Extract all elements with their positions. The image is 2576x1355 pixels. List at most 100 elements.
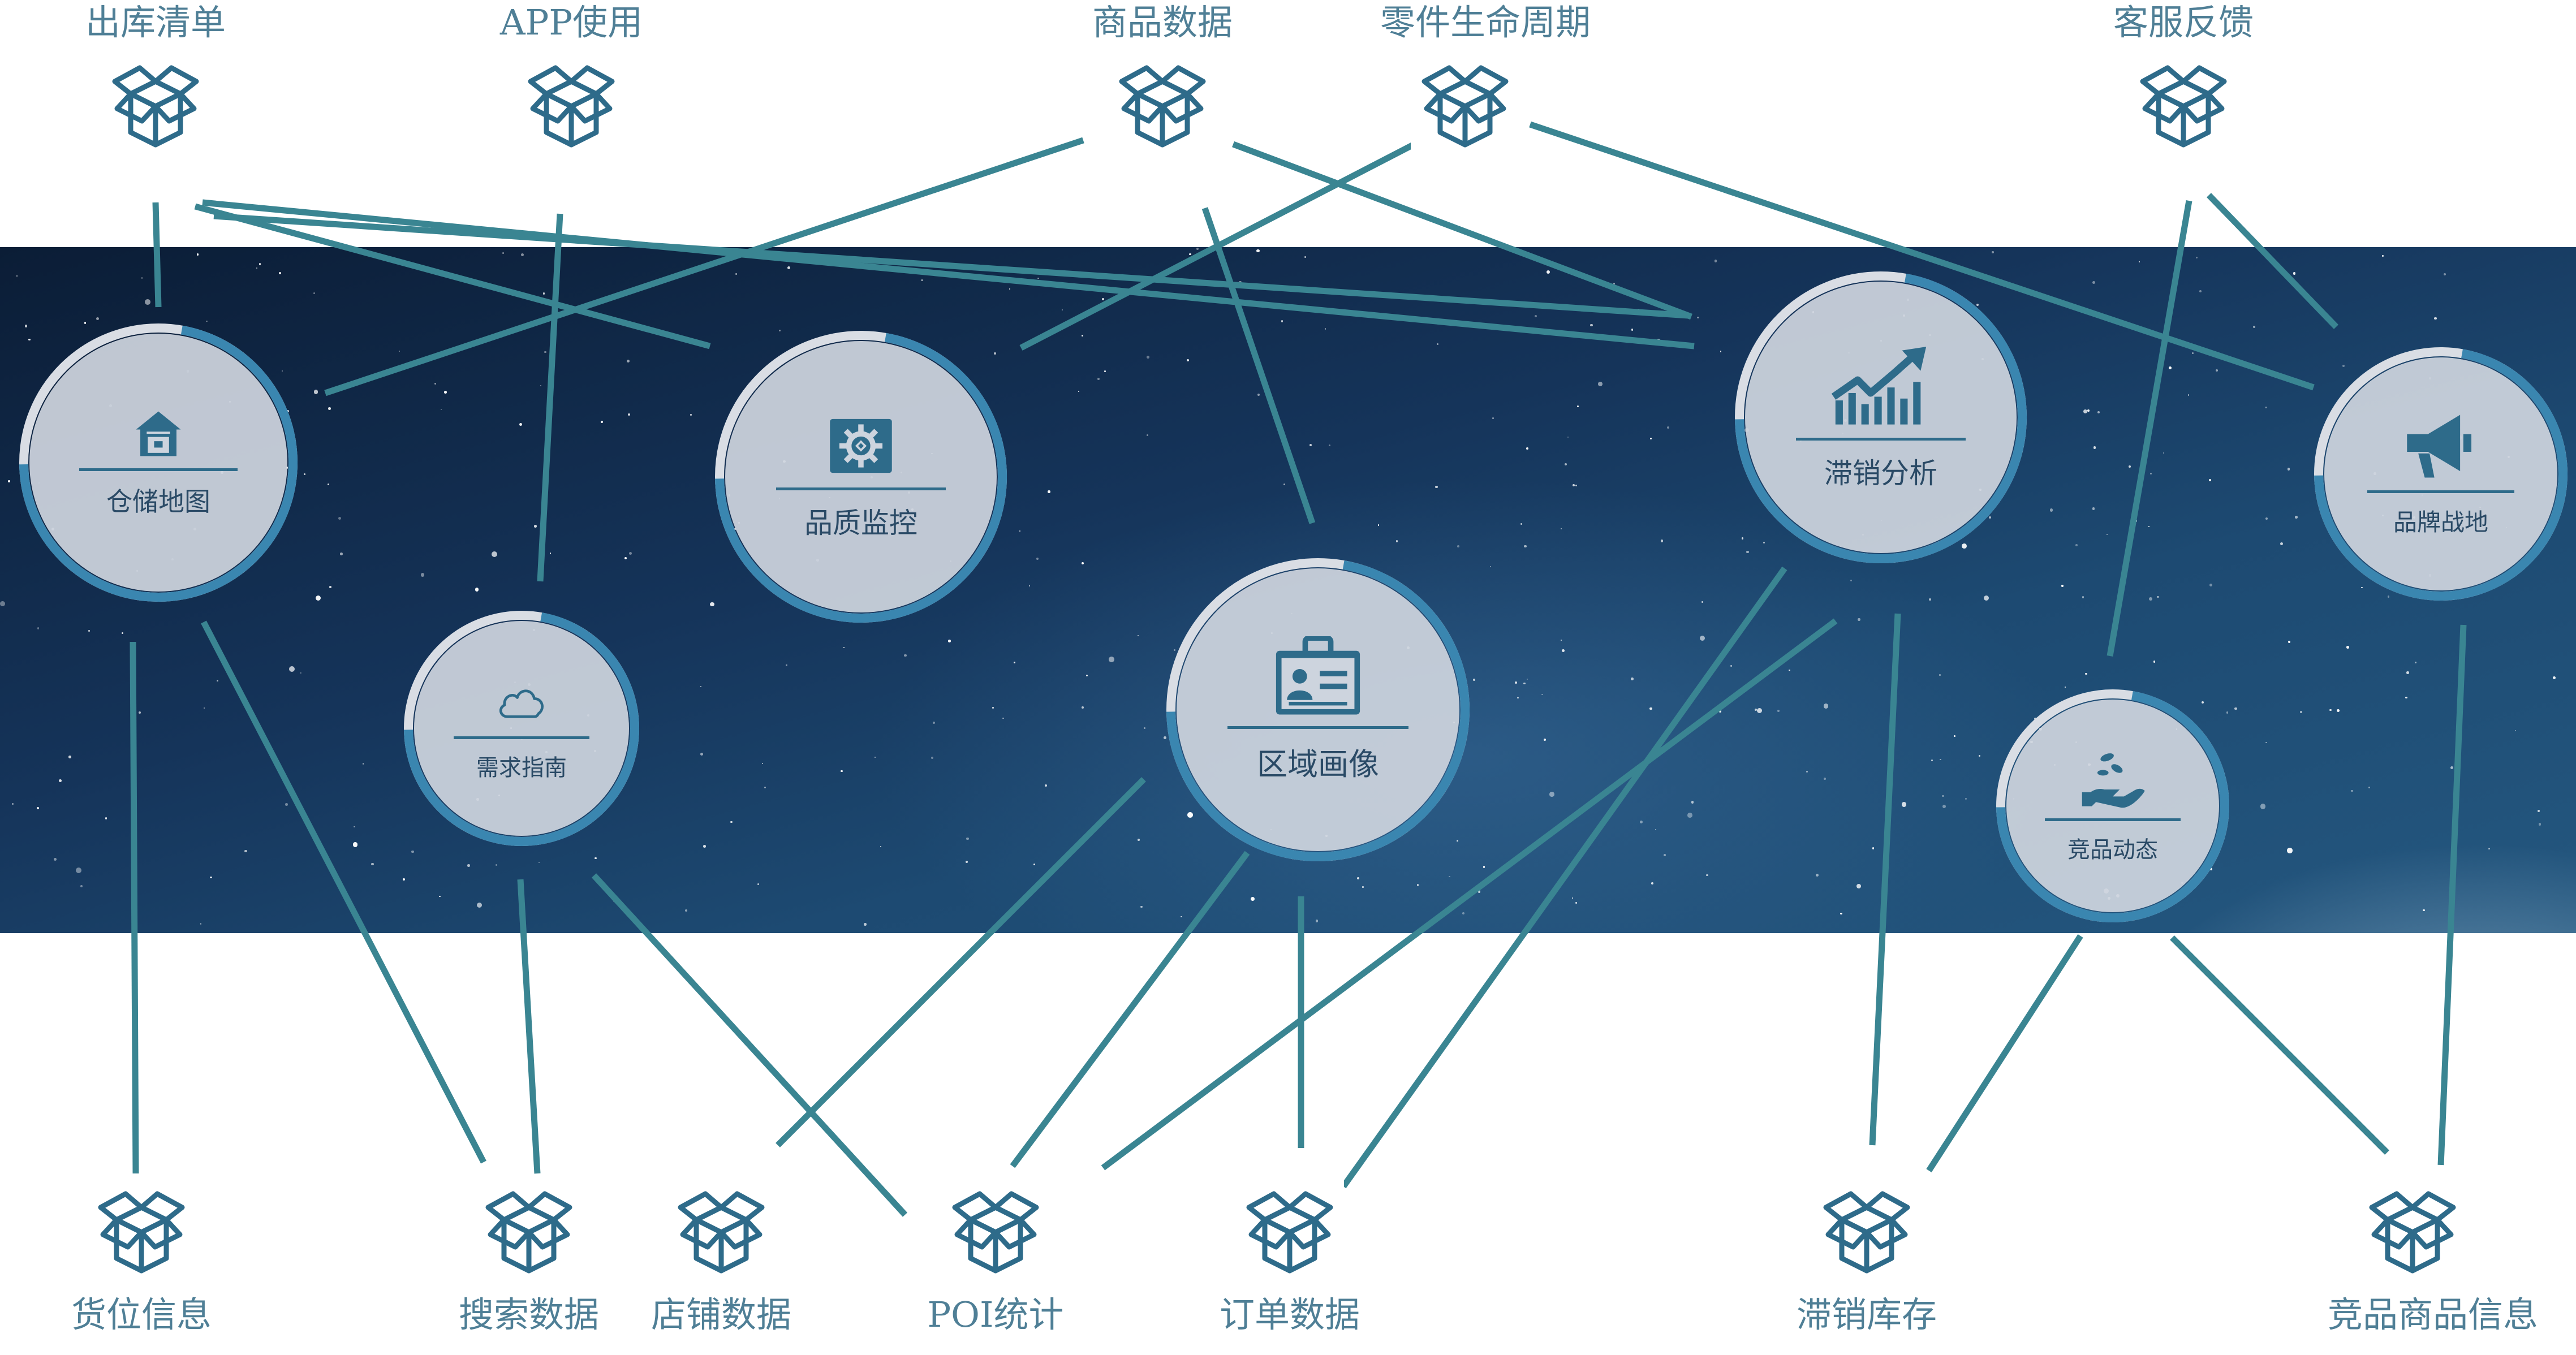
star — [2295, 516, 2298, 519]
star — [2149, 472, 2152, 474]
star — [2337, 709, 2340, 712]
open-box-icon — [941, 1176, 1050, 1284]
module-cangchu[interactable]: 仓储地图 — [17, 321, 300, 604]
connector-line — [537, 213, 563, 582]
star — [787, 266, 791, 269]
data-source-lingjian: 零件生命周期 — [1380, 0, 1591, 161]
star — [684, 909, 687, 912]
module-pinzhi[interactable]: 品质监控 — [713, 329, 1009, 625]
star — [966, 861, 968, 864]
module-ring — [2314, 347, 2568, 601]
star — [2329, 709, 2332, 711]
star — [1097, 377, 1100, 380]
star — [904, 654, 907, 657]
star — [1756, 707, 1763, 713]
star — [2234, 707, 2237, 710]
star — [1840, 912, 1842, 914]
star — [2199, 290, 2202, 293]
star — [730, 821, 733, 823]
star — [2488, 848, 2490, 850]
star — [2097, 411, 2100, 414]
warehouse-icon — [127, 407, 189, 460]
star — [12, 803, 14, 805]
star — [502, 252, 505, 254]
star — [1928, 598, 1931, 601]
open-box-icon — [87, 1176, 196, 1284]
open-box-icon — [1108, 50, 1217, 158]
star — [411, 851, 414, 853]
star — [2049, 508, 2053, 512]
star — [2210, 868, 2212, 871]
star — [304, 473, 305, 475]
star — [1104, 370, 1106, 372]
star — [2423, 909, 2425, 912]
data-source-shangpin: 商品数据 — [1078, 0, 1247, 161]
star — [2064, 686, 2066, 688]
data-source-jingpin-sp: 竞品商品信息 — [2328, 1173, 2539, 1337]
star — [710, 602, 714, 607]
star — [2157, 595, 2159, 598]
star — [994, 352, 996, 355]
star — [786, 664, 787, 666]
star — [1613, 283, 1616, 285]
star — [2450, 766, 2454, 769]
star — [1523, 682, 1526, 685]
module-face — [414, 621, 629, 836]
module-label: 仓储地图 — [106, 486, 210, 517]
data-source-label: 竞品商品信息 — [2328, 1294, 2539, 1335]
star — [1163, 736, 1166, 740]
star — [700, 685, 702, 688]
module-divider — [79, 468, 238, 471]
open-box-icon — [1812, 1176, 1921, 1284]
star — [1988, 516, 1991, 519]
data-source-sousuo: 搜索数据 — [444, 1173, 614, 1337]
module-quyu[interactable]: 区域画像 — [1164, 556, 1472, 864]
star — [1062, 309, 1063, 310]
star — [2515, 730, 2517, 732]
star — [948, 640, 951, 642]
star — [1146, 434, 1148, 436]
star — [1138, 839, 1140, 842]
star — [327, 484, 329, 485]
module-divider — [2045, 818, 2181, 821]
module-pinpai[interactable]: 品牌战地 — [2312, 345, 2570, 603]
star — [8, 480, 10, 482]
star — [2368, 787, 2371, 789]
star — [2265, 517, 2268, 520]
module-zhixiao[interactable]: 滞销分析 — [1733, 269, 2029, 566]
star — [875, 757, 876, 758]
star — [141, 277, 143, 279]
star — [2280, 542, 2283, 545]
star — [196, 253, 199, 256]
star — [1631, 678, 1634, 680]
data-source-poi: POI统计 — [911, 1173, 1080, 1337]
star — [1720, 350, 1722, 352]
star — [1571, 897, 1573, 899]
open-box-icon — [1235, 1176, 1344, 1284]
module-ring — [404, 611, 639, 846]
star — [931, 757, 933, 760]
star — [841, 770, 843, 773]
module-jingpin[interactable]: 竞品动态 — [1994, 687, 2232, 925]
module-xuqiu[interactable]: 需求指南 — [402, 609, 641, 848]
star — [1081, 562, 1084, 564]
star — [1976, 303, 1979, 306]
star — [1687, 813, 1693, 818]
star — [1395, 540, 1398, 542]
star — [2148, 597, 2152, 601]
star — [1315, 920, 1318, 922]
star — [1651, 882, 1653, 885]
star — [1965, 798, 1967, 800]
star — [2381, 254, 2384, 257]
star — [1082, 334, 1084, 336]
star — [1992, 251, 1994, 253]
star — [1436, 343, 1439, 346]
star — [2226, 711, 2229, 714]
star — [843, 646, 845, 648]
star — [2265, 741, 2267, 744]
connector-line — [324, 137, 1084, 396]
star — [2406, 671, 2409, 674]
star — [2034, 717, 2037, 720]
star — [1473, 679, 1475, 681]
star — [352, 842, 358, 848]
